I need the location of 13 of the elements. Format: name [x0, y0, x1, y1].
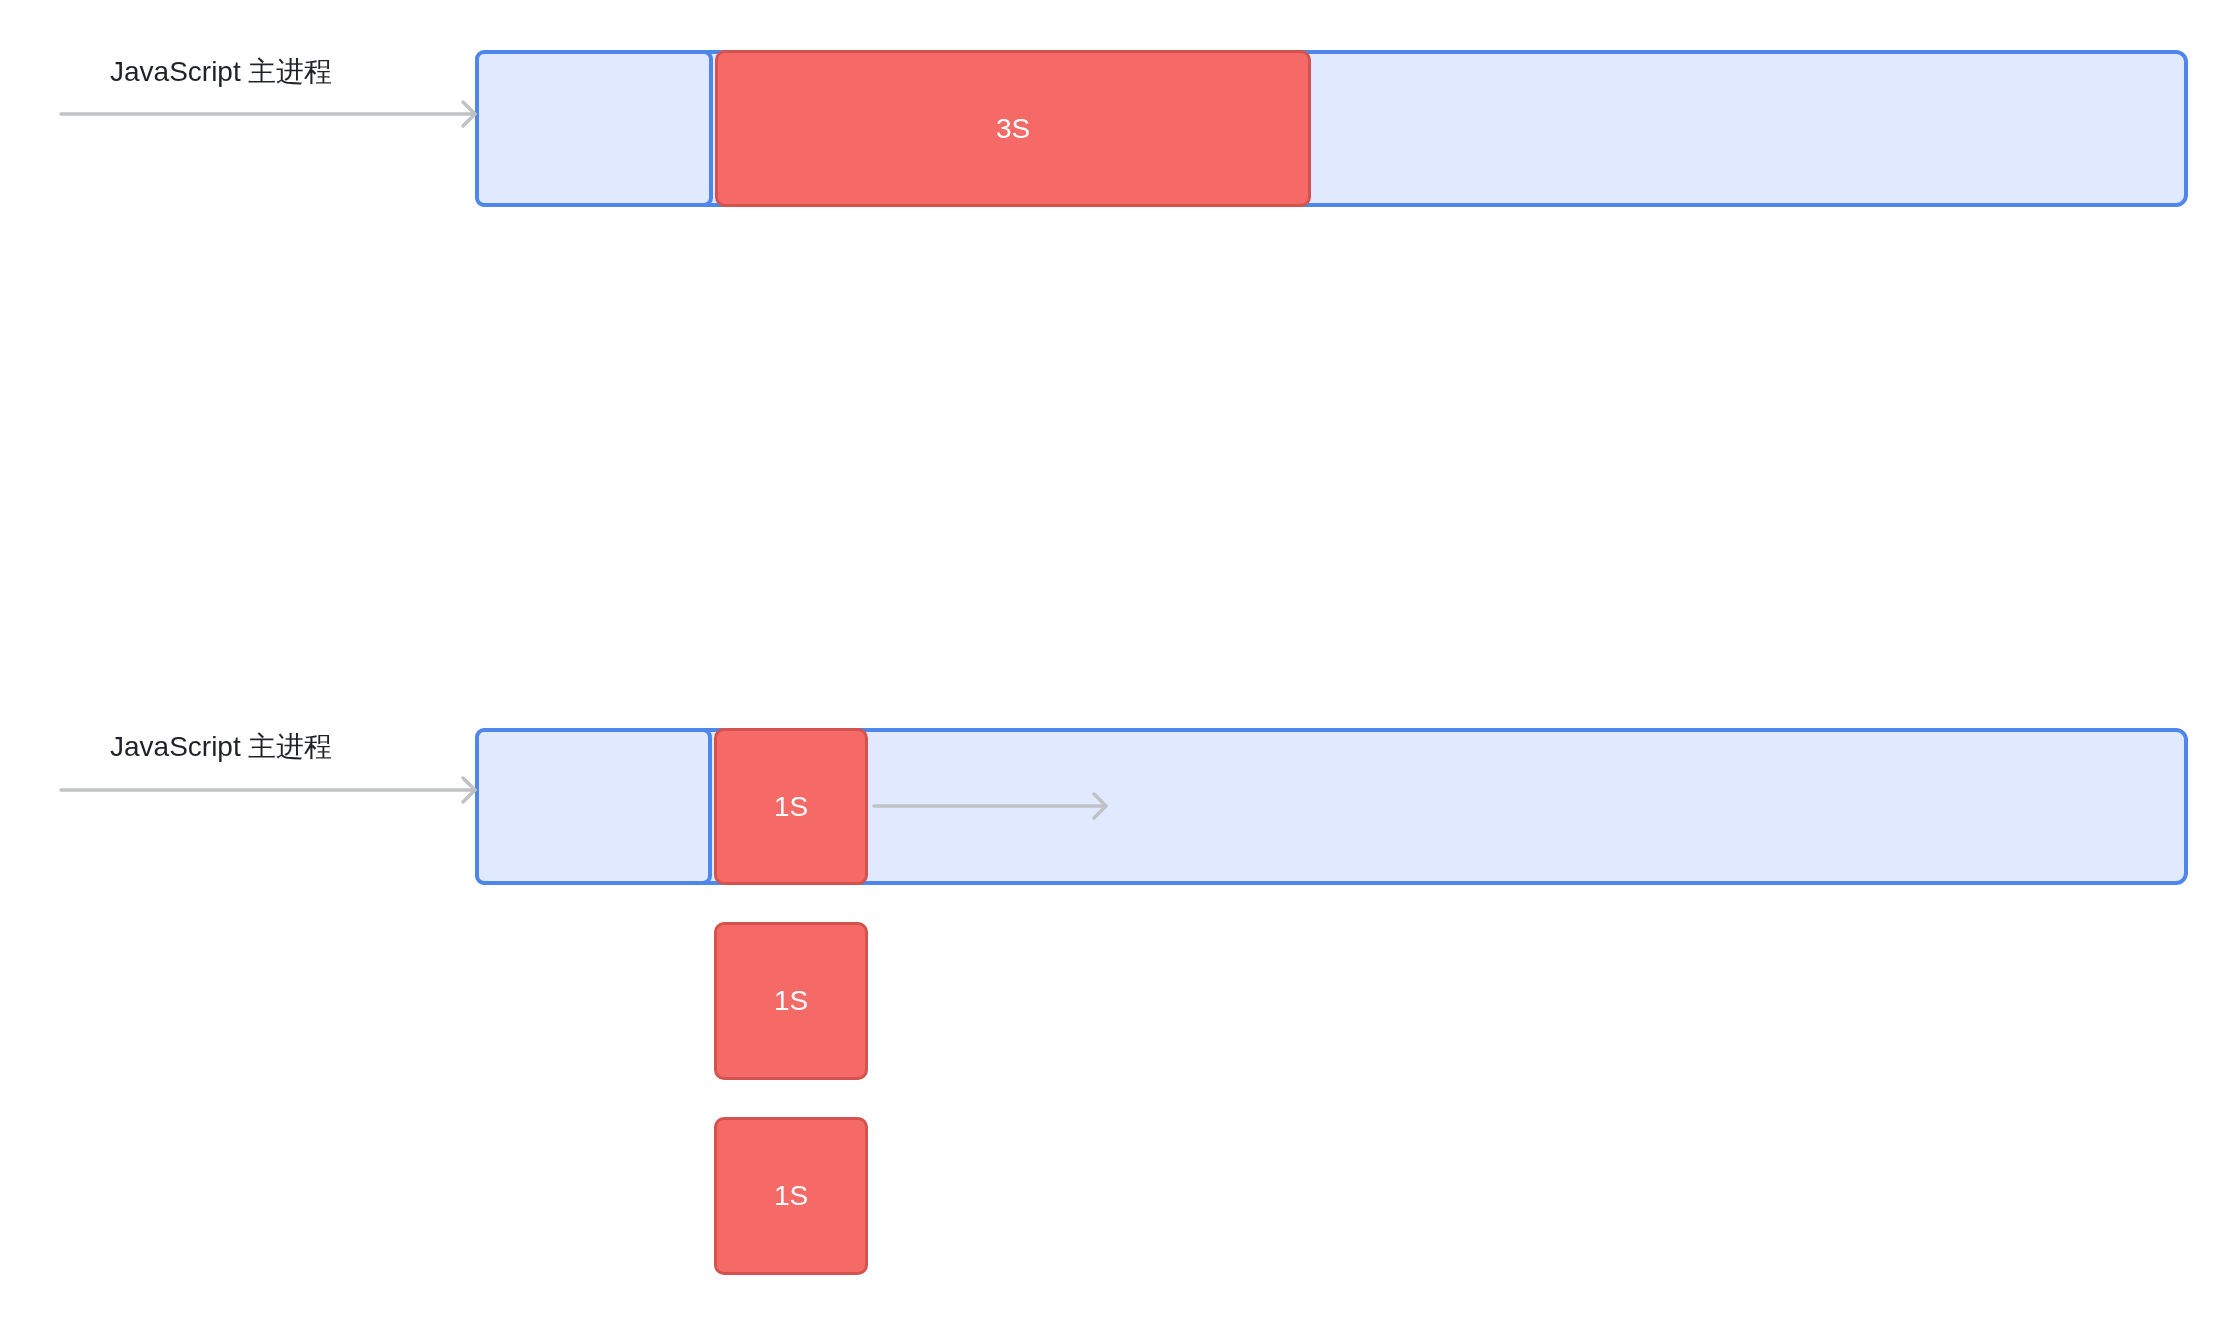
arrow [59, 776, 477, 804]
edge-label: JavaScript 主进程 [110, 55, 333, 89]
task-box: 1S [714, 1117, 868, 1275]
arrow [872, 792, 1108, 820]
task-box: 3S [715, 50, 1311, 207]
edge-label: JavaScript 主进程 [110, 730, 333, 764]
task-box: 1S [714, 922, 868, 1080]
arrow [59, 100, 477, 128]
timeline-bar [475, 50, 2188, 207]
segment-box [475, 728, 712, 885]
task-box: 1S [714, 728, 868, 885]
segment-box [475, 50, 713, 207]
timeline-bar [475, 728, 2188, 885]
